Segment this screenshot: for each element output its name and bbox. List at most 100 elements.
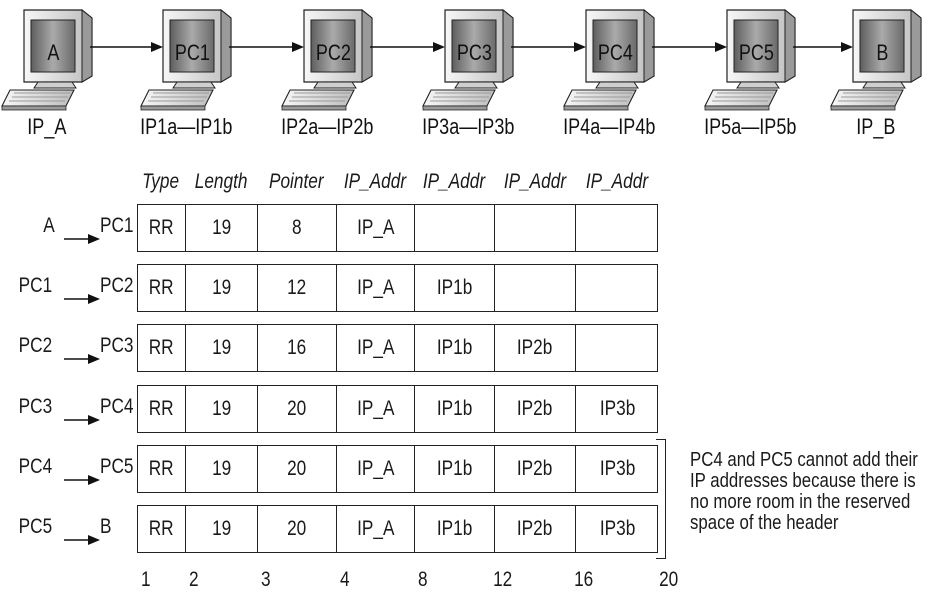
hop-to: PC3 — [100, 334, 134, 357]
hop-label: PC4 PC5 — [4, 445, 134, 493]
table-cell: IP1b — [415, 265, 495, 311]
arrow-icon — [652, 40, 727, 59]
table-cell: IP_A — [337, 506, 415, 552]
hop-label: PC2 PC3 — [4, 324, 134, 372]
table-cell: IP3b — [599, 517, 636, 540]
table-cell: IP_A — [337, 446, 415, 492]
table-cell: 19 — [186, 325, 258, 371]
table-cell: IP_A — [337, 205, 415, 251]
offset-label: 2 — [189, 568, 199, 591]
computer-icon: A — [0, 6, 100, 112]
table-cell: RR — [138, 386, 186, 432]
hop-to: B — [100, 515, 112, 538]
arrow-icon — [64, 468, 100, 492]
table-cell: 19 — [186, 386, 258, 432]
node-screen-label: PC4 — [597, 40, 633, 65]
offset-label: 1 — [141, 568, 151, 591]
node-screen-label: PC5 — [738, 40, 774, 65]
computer-icon: PC5 — [703, 6, 803, 112]
arrow-icon — [90, 40, 163, 59]
arrow-icon — [64, 528, 100, 552]
node-screen-label: A — [46, 40, 60, 65]
computer-icon: PC1 — [139, 6, 239, 112]
offset-label: 8 — [418, 568, 428, 591]
table-cell — [576, 325, 659, 371]
table-cell: 16 — [258, 325, 337, 371]
offset-label: 12 — [493, 568, 513, 591]
table-cell: IP1b — [415, 506, 495, 552]
arrow-icon — [64, 347, 100, 371]
arrow-icon — [64, 287, 100, 311]
node-screen-label: PC2 — [315, 40, 351, 65]
column-header: Type — [142, 170, 180, 193]
hop-to: PC4 — [100, 395, 134, 418]
hop-to: PC5 — [100, 455, 134, 478]
hop-from: PC3 — [18, 395, 53, 418]
node-screen-label: PC1 — [174, 40, 210, 65]
column-header: Length — [194, 170, 248, 193]
node-screen-label: PC3 — [456, 40, 492, 65]
offset-label: 4 — [340, 568, 350, 591]
column-header: IP_Addr — [422, 170, 486, 193]
node-address-label: IP_A — [27, 114, 67, 139]
computer-icon: PC2 — [280, 6, 380, 112]
bracket — [656, 439, 666, 559]
arrow-icon — [511, 40, 586, 59]
table-cell: RR — [138, 325, 186, 371]
table-cell: IP1b — [415, 446, 495, 492]
table-cell: RR — [138, 446, 186, 492]
note: PC4 and PC5 cannot add their IP addresse… — [690, 450, 945, 534]
hop-from: PC5 — [18, 515, 53, 538]
note-line: no more room in the reserved — [690, 491, 911, 513]
node-address-label: IP1a—IP1b — [139, 114, 233, 139]
table-cell: 19 — [186, 506, 258, 552]
hop-label: PC5 B — [4, 505, 134, 553]
hop-from: PC2 — [18, 334, 53, 357]
table-cell: IP3b — [599, 397, 636, 420]
computer-icon: B — [829, 6, 929, 112]
table-cell — [576, 205, 659, 251]
table-cell: IP2b — [495, 325, 576, 371]
offset-label: 3 — [261, 568, 271, 591]
offset-label: 20 — [659, 568, 679, 591]
column-header: IP_Addr — [503, 170, 566, 193]
table-cell: IP_A — [337, 386, 415, 432]
table-cell — [576, 265, 659, 311]
hop-from: A — [43, 214, 55, 237]
table-cell: RR — [138, 265, 186, 311]
note-line: space of the header — [690, 512, 839, 534]
hop-label: PC3 PC4 — [4, 385, 134, 433]
column-header: IP_Addr — [585, 170, 648, 193]
table-cell: 8 — [258, 205, 337, 251]
table-cell: IP_A — [337, 325, 415, 371]
hop-to: PC1 — [100, 214, 134, 237]
arrow-icon — [370, 40, 445, 59]
computer-icon: PC4 — [562, 6, 662, 112]
table-cell: 19 — [186, 205, 258, 251]
table-cell: RR — [138, 506, 186, 552]
arrow-icon — [64, 408, 100, 432]
hop-to: PC2 — [100, 274, 134, 297]
table-cell: 12 — [258, 265, 337, 311]
node-address-label: IP_B — [856, 114, 896, 139]
column-header: Pointer — [269, 170, 324, 193]
table-cell: IP_A — [337, 265, 415, 311]
hop-label: A PC1 — [4, 204, 134, 252]
table-cell: IP1b — [415, 386, 495, 432]
node-address-label: IP4a—IP4b — [562, 114, 656, 139]
hop-from: PC1 — [18, 274, 53, 297]
table-cell: IP2b — [495, 506, 576, 552]
arrow-icon — [229, 40, 304, 59]
node-address-label: IP5a—IP5b — [703, 114, 797, 139]
hop-from: PC4 — [18, 455, 53, 478]
table-cell: 20 — [258, 446, 337, 492]
offset-label: 16 — [574, 568, 594, 591]
table-cell: IP3b — [599, 457, 636, 480]
arrow-icon — [64, 227, 100, 251]
note-line: PC4 and PC5 cannot add their — [690, 449, 918, 471]
